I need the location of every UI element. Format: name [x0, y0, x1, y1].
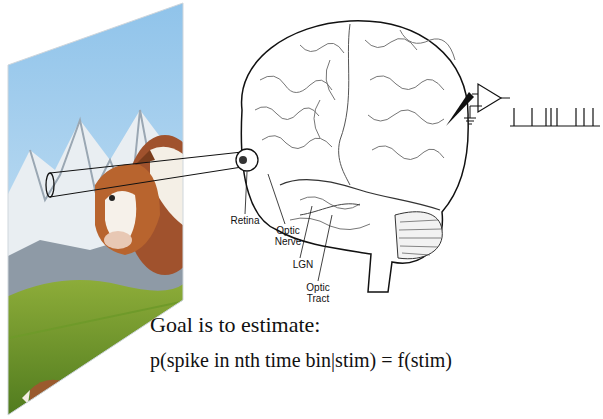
structure-label: Optic Nerve	[270, 226, 306, 247]
ground-symbol	[464, 106, 482, 124]
structure-label: Optic Tract	[300, 283, 336, 304]
formula-text: p(spike in nth time bin|stim) = f(stim)	[150, 350, 452, 371]
amplifier-symbol	[478, 84, 501, 112]
electrode	[446, 92, 474, 126]
brain	[241, 21, 468, 292]
goal-heading: Goal is to estimate:	[150, 313, 320, 336]
eye	[236, 149, 258, 171]
structure-label: LGN	[288, 260, 318, 271]
structure-label: Retina	[225, 216, 265, 227]
spike-train	[510, 108, 600, 126]
